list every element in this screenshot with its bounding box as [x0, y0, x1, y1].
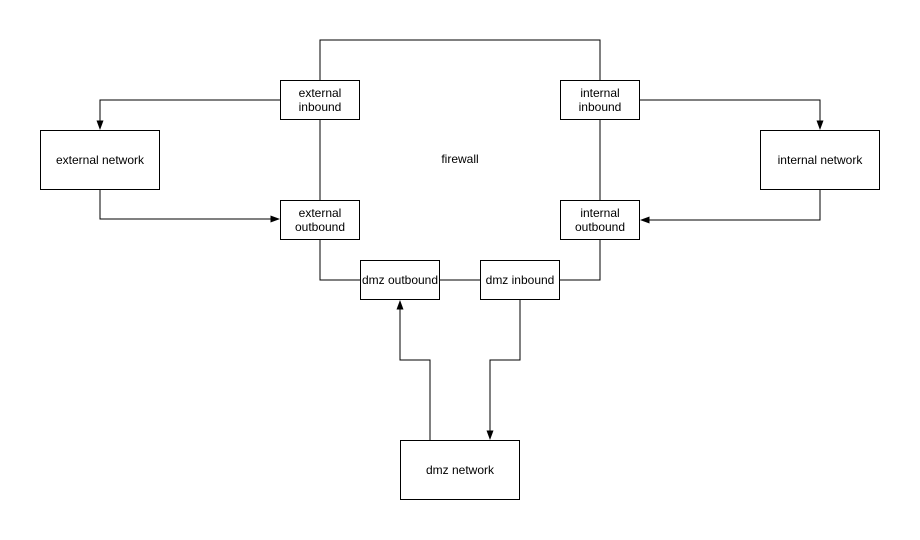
node-dmz-network: dmz network	[400, 440, 520, 500]
edge-external-inbound-to-internal-inbound	[319, 39, 601, 80]
node-external-network: external network	[40, 130, 160, 190]
edge-internal-network-to-internal-outbound	[640, 190, 821, 224]
edge-external-outbound-to-dmz-outbound	[319, 240, 360, 281]
firewall-label: firewall	[441, 152, 479, 166]
node-dmz-inbound: dmz inbound	[480, 260, 560, 300]
edge-internal-inbound-to-internal-network	[640, 99, 824, 130]
node-dmz-outbound: dmz outbound	[360, 260, 440, 300]
node-external-outbound: external outbound	[280, 200, 360, 240]
node-external-inbound: external inbound	[280, 80, 360, 120]
node-internal-inbound: internal inbound	[560, 80, 640, 120]
node-internal-network: internal network	[760, 130, 880, 190]
edge-dmz-network-to-dmz-outbound	[396, 300, 431, 440]
edge-dmz-inbound-to-dmz-network	[486, 300, 521, 440]
edge-external-network-to-external-outbound	[99, 190, 280, 223]
edge-external-inbound-to-external-network	[96, 99, 280, 130]
node-internal-outbound: internal outbound	[560, 200, 640, 240]
edge-internal-outbound-to-dmz-inbound	[560, 240, 601, 281]
